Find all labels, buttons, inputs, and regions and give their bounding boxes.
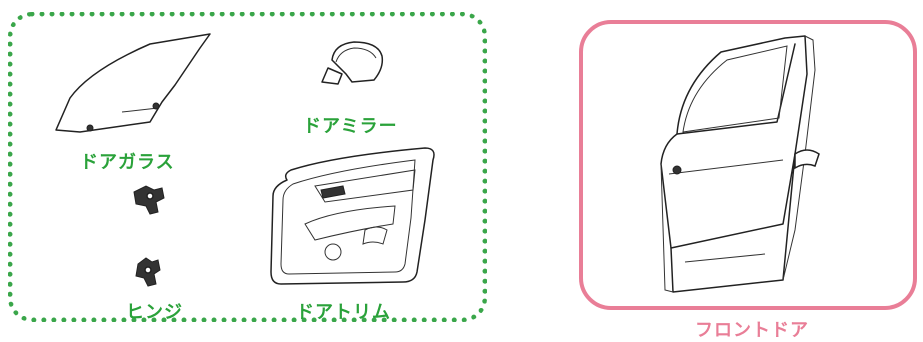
front-door-panel (579, 20, 917, 310)
front-door-label: フロントドア (695, 320, 809, 341)
door-glass-label: ドアガラス (80, 152, 175, 173)
door-glass-icon (55, 33, 211, 133)
hinge-label: ヒンジ (126, 302, 183, 323)
hinge-icon (133, 185, 165, 287)
door-mirror-icon (321, 41, 384, 85)
door-mirror-label: ドアミラー (303, 116, 398, 137)
front-door-icon (660, 35, 820, 293)
door-trim-icon (270, 147, 435, 285)
parts-panel (8, 12, 487, 322)
door-trim-label: ドアトリム (296, 302, 391, 323)
